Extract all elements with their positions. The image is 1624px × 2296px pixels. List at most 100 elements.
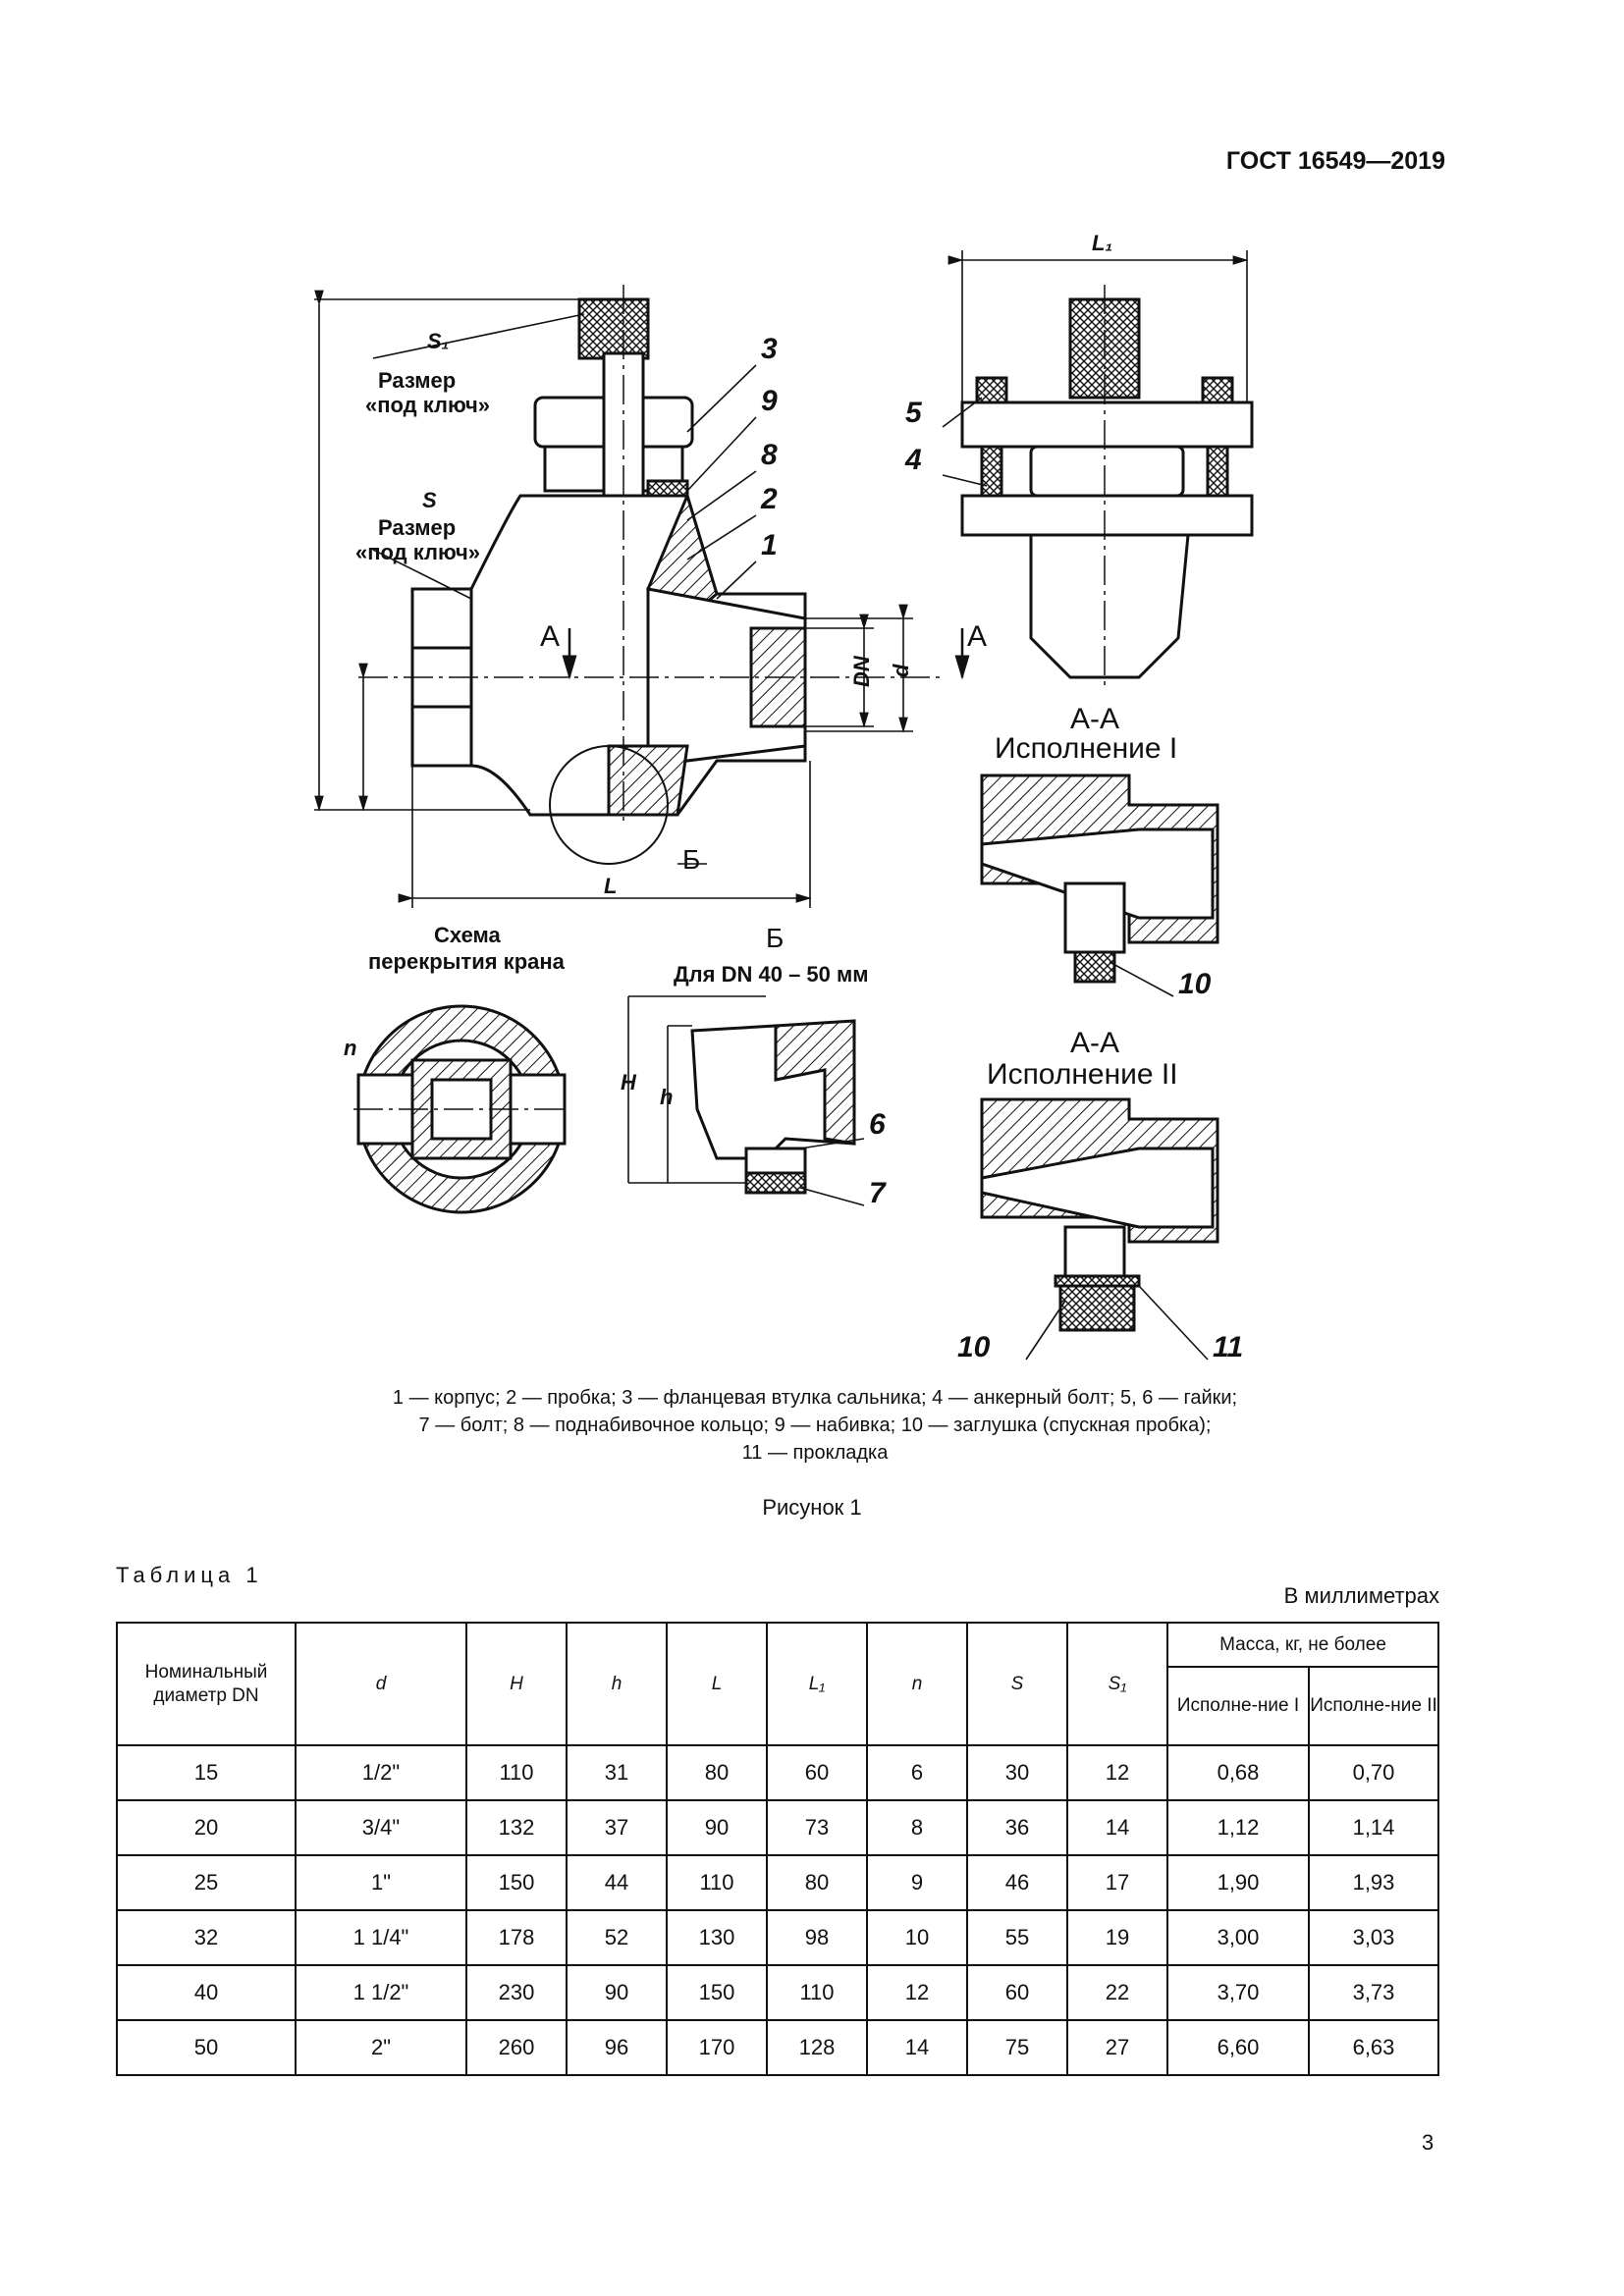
header-S: S <box>966 1622 1068 1746</box>
cell-S: 55 <box>966 1909 1068 1966</box>
callout-7: 7 <box>869 1177 887 1209</box>
wrench-size-label-1: Размер <box>378 368 456 393</box>
valve-stem-head <box>577 297 650 360</box>
cell-H: 110 <box>465 1744 568 1801</box>
cell-h: 90 <box>566 1964 668 2021</box>
header-d: d <box>295 1622 467 1746</box>
cell-d: 1 1/4" <box>295 1909 467 1966</box>
cell-S: 46 <box>966 1854 1068 1911</box>
callout-6: 6 <box>869 1108 886 1141</box>
header-S1: S₁ <box>1066 1622 1168 1746</box>
cell-L1: 60 <box>766 1744 868 1801</box>
header-h: h <box>566 1622 668 1746</box>
cell-S: 30 <box>966 1744 1068 1801</box>
cell-n: 12 <box>866 1964 968 2021</box>
cell-d: 1" <box>295 1854 467 1911</box>
legend-line-2: 7 — болт; 8 — поднабивочное кольцо; 9 — … <box>418 1415 1212 1436</box>
h-lower-label: h <box>660 1085 673 1109</box>
cell-d: 1 1/2" <box>295 1964 467 2021</box>
cell-d: 3/4" <box>295 1799 467 1856</box>
section-aa-title-1: А-А <box>1070 703 1119 735</box>
figure-title: Рисунок 1 <box>762 1495 862 1520</box>
header-L: L <box>666 1622 768 1746</box>
page-number: 3 <box>1422 2130 1435 2155</box>
section-aa-variant-1 <box>980 774 1219 984</box>
cell-dn: 32 <box>116 1909 297 1966</box>
cell-L1: 110 <box>766 1964 868 2021</box>
cell-n: 8 <box>866 1799 968 1856</box>
cell-H: 178 <box>465 1909 568 1966</box>
cell-S: 36 <box>966 1799 1068 1856</box>
cell-h: 31 <box>566 1744 668 1801</box>
scheme-label-2: перекрытия крана <box>368 949 566 974</box>
cell-h: 44 <box>566 1854 668 1911</box>
callout-10-top: 10 <box>1178 968 1212 1000</box>
header-H: H <box>465 1622 568 1746</box>
cell-L: 130 <box>666 1909 768 1966</box>
cell-S1: 17 <box>1066 1854 1168 1911</box>
d-label: d <box>889 664 913 677</box>
cell-mass-2: 1,14 <box>1308 1799 1439 1856</box>
body-hatch-bottom <box>607 744 689 817</box>
document-header: ГОСТ 16549—2019 <box>1225 147 1445 175</box>
dn-label: DN <box>849 655 874 687</box>
wrench-size-label-4: «под ключ» <box>355 540 480 564</box>
header-variant-1: Исполне-ние I <box>1166 1666 1310 1746</box>
legend-line-1: 1 — корпус; 2 — пробка; 3 — фланцевая вт… <box>392 1387 1238 1409</box>
b-callout: Б <box>682 844 700 875</box>
main-valve-view <box>358 285 943 865</box>
dimension-lines <box>314 250 1249 908</box>
technical-drawing: S₁ Размер «под ключ» S Размер «под ключ»… <box>314 231 1254 1363</box>
l1-label: L₁ <box>1092 231 1112 255</box>
cell-h: 96 <box>566 2019 668 2076</box>
cell-mass-1: 3,00 <box>1166 1909 1310 1966</box>
cell-dn: 40 <box>116 1964 297 2021</box>
cell-mass-1: 1,12 <box>1166 1799 1310 1856</box>
cell-h: 52 <box>566 1909 668 1966</box>
callout-3: 3 <box>761 333 778 365</box>
cell-L1: 80 <box>766 1854 868 1911</box>
cell-mass-1: 3,70 <box>1166 1964 1310 2021</box>
header-L1: L₁ <box>766 1622 868 1746</box>
section-aa-variant-2 <box>980 1097 1219 1332</box>
header-dn: Номинальный диаметр DN <box>116 1622 297 1746</box>
cell-L: 80 <box>666 1744 768 1801</box>
cell-L1: 128 <box>766 2019 868 2076</box>
cell-mass-1: 1,90 <box>1166 1854 1310 1911</box>
cell-dn: 25 <box>116 1854 297 1911</box>
cell-H: 260 <box>465 2019 568 2076</box>
section-a-marker-left: А <box>540 620 560 653</box>
scheme-label-1: Схема <box>434 923 502 947</box>
section-aa-title-2: А-А <box>1070 1027 1119 1059</box>
cell-L1: 73 <box>766 1799 868 1856</box>
cell-n: 6 <box>866 1744 968 1801</box>
callout-4: 4 <box>904 444 922 476</box>
cell-S1: 27 <box>1066 2019 1168 2076</box>
wrench-size-label-3: Размер <box>378 515 456 540</box>
cell-h: 37 <box>566 1799 668 1856</box>
cell-dn: 20 <box>116 1799 297 1856</box>
h-upper-label: H <box>621 1070 637 1095</box>
side-view <box>960 285 1254 687</box>
callout-8: 8 <box>761 439 778 471</box>
header-mass: Масса, кг, не более <box>1166 1622 1439 1668</box>
legend-line-3: 11 — прокладка <box>741 1442 889 1464</box>
cell-d: 2" <box>295 2019 467 2076</box>
cell-H: 132 <box>465 1799 568 1856</box>
cell-mass-2: 6,63 <box>1308 2019 1439 2076</box>
cell-S: 60 <box>966 1964 1068 2021</box>
cell-L1: 98 <box>766 1909 868 1966</box>
cell-H: 150 <box>465 1854 568 1911</box>
cell-L: 90 <box>666 1799 768 1856</box>
callout-5: 5 <box>905 397 923 429</box>
cell-S1: 19 <box>1066 1909 1168 1966</box>
cell-d: 1/2" <box>295 1744 467 1801</box>
section-a-marker-right: А <box>967 620 987 653</box>
cell-n: 14 <box>866 2019 968 2076</box>
callout-9: 9 <box>761 385 778 417</box>
detail-b-circle <box>549 745 669 865</box>
